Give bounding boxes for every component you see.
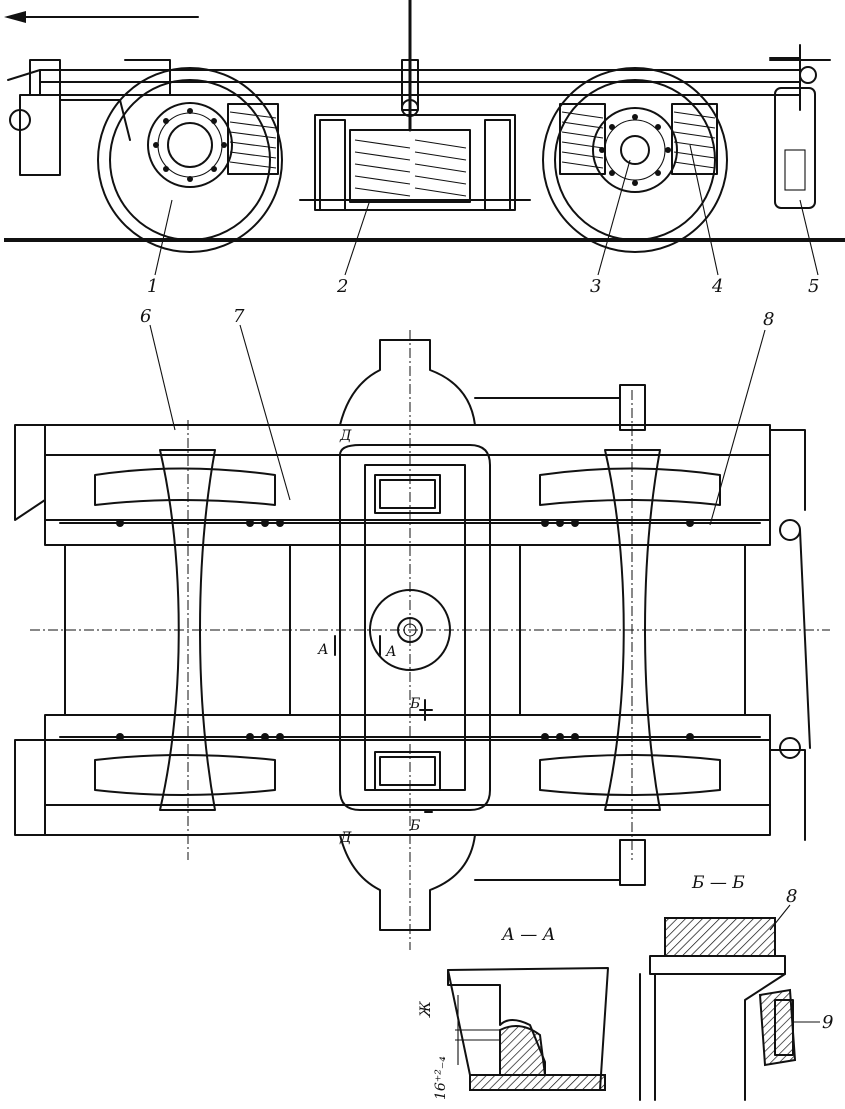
mark-b-bottom: Б bbox=[409, 818, 420, 834]
section-marks: А А Б Б Д Д bbox=[317, 428, 433, 846]
dim-zh: Ж bbox=[418, 1000, 434, 1018]
mark-a-right: А bbox=[385, 644, 397, 660]
brake-cylinder-right bbox=[769, 44, 831, 209]
side-view: 1 2 3 4 5 bbox=[4, 0, 845, 297]
plan-view: А А Б Б Д Д 6 7 8 bbox=[14, 306, 830, 950]
mark-a-left: А bbox=[317, 642, 329, 658]
callouts-side: 1 2 3 4 5 bbox=[147, 144, 819, 297]
label-6: 6 bbox=[140, 306, 151, 327]
label-9: 9 bbox=[822, 1012, 833, 1033]
section-bb: Б — Б 8 9 bbox=[639, 873, 833, 1101]
wheel-left bbox=[97, 67, 283, 253]
wheel-right bbox=[542, 67, 728, 253]
label-1: 1 bbox=[147, 276, 158, 297]
label-8b: 8 bbox=[786, 886, 797, 907]
section-bb-title: Б — Б bbox=[691, 873, 745, 893]
side-bearers bbox=[339, 339, 646, 931]
axle-left bbox=[159, 420, 216, 860]
dim-value: 16⁺²₋₄ bbox=[433, 1056, 449, 1100]
brake-rods bbox=[59, 519, 761, 741]
mark-b-top: Б bbox=[409, 696, 420, 712]
mark-d-top: Д bbox=[339, 428, 352, 444]
label-2: 2 bbox=[336, 276, 348, 297]
label-5: 5 bbox=[808, 276, 819, 297]
leaf-springs bbox=[94, 467, 721, 796]
brake-gear-left bbox=[7, 59, 131, 176]
mark-d-bottom: Д bbox=[339, 830, 352, 846]
side-frame-top bbox=[44, 424, 771, 546]
axle-right bbox=[604, 390, 661, 860]
direction-arrow bbox=[4, 11, 199, 23]
callouts-plan: 6 7 8 bbox=[140, 306, 774, 526]
end-brackets bbox=[14, 424, 811, 841]
label-7: 7 bbox=[233, 306, 245, 327]
bolster bbox=[339, 444, 491, 811]
kingpin-rod bbox=[401, 0, 419, 132]
label-4: 4 bbox=[711, 276, 723, 297]
section-aa-title: А — А bbox=[501, 925, 556, 945]
side-frame-bottom bbox=[44, 714, 771, 836]
axlebox-springs-right bbox=[559, 103, 718, 175]
label-8: 8 bbox=[763, 309, 774, 330]
axlebox-springs-left bbox=[227, 103, 279, 175]
section-aa: А — А Ж 16⁺²₋₄ bbox=[418, 925, 609, 1100]
central-spring-set bbox=[299, 114, 531, 211]
label-3: 3 bbox=[590, 276, 601, 297]
